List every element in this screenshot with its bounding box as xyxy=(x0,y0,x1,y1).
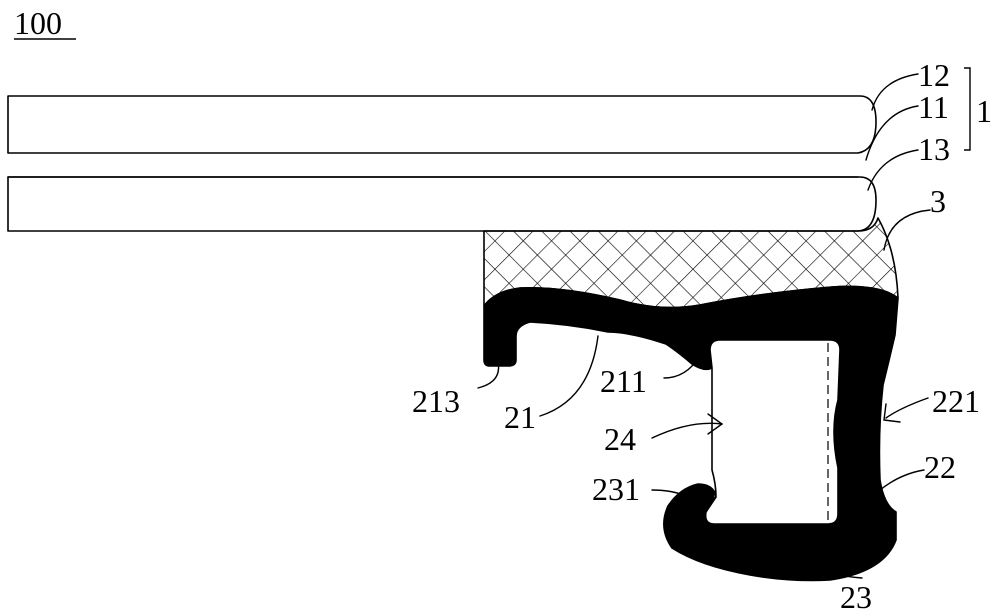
label-1: 1 xyxy=(976,93,992,129)
label-3: 3 xyxy=(930,183,946,219)
leader-12 xyxy=(872,74,918,110)
layer-12 xyxy=(8,96,876,153)
cavity xyxy=(706,340,840,524)
label-221: 221 xyxy=(932,383,980,419)
layer-13 xyxy=(8,177,876,231)
label-21: 21 xyxy=(504,399,536,435)
label-231: 231 xyxy=(592,471,640,507)
label-211: 211 xyxy=(600,363,647,399)
label-213: 213 xyxy=(412,383,460,419)
leader-21 xyxy=(540,336,598,416)
leader-3 xyxy=(884,210,930,250)
label-23: 23 xyxy=(840,579,872,613)
label-24: 24 xyxy=(604,421,636,457)
figure-number: 100 xyxy=(14,5,62,41)
arrow-221 xyxy=(884,398,928,422)
label-22: 22 xyxy=(924,449,956,485)
leader-22 xyxy=(880,470,924,490)
leader-13 xyxy=(868,150,918,190)
glass-laminate xyxy=(8,96,876,231)
label-13: 13 xyxy=(918,131,950,167)
seal-hatch-fill xyxy=(484,286,898,580)
label-11: 11 xyxy=(918,89,949,125)
label-12: 12 xyxy=(918,57,950,93)
bracket-1 xyxy=(964,68,970,150)
